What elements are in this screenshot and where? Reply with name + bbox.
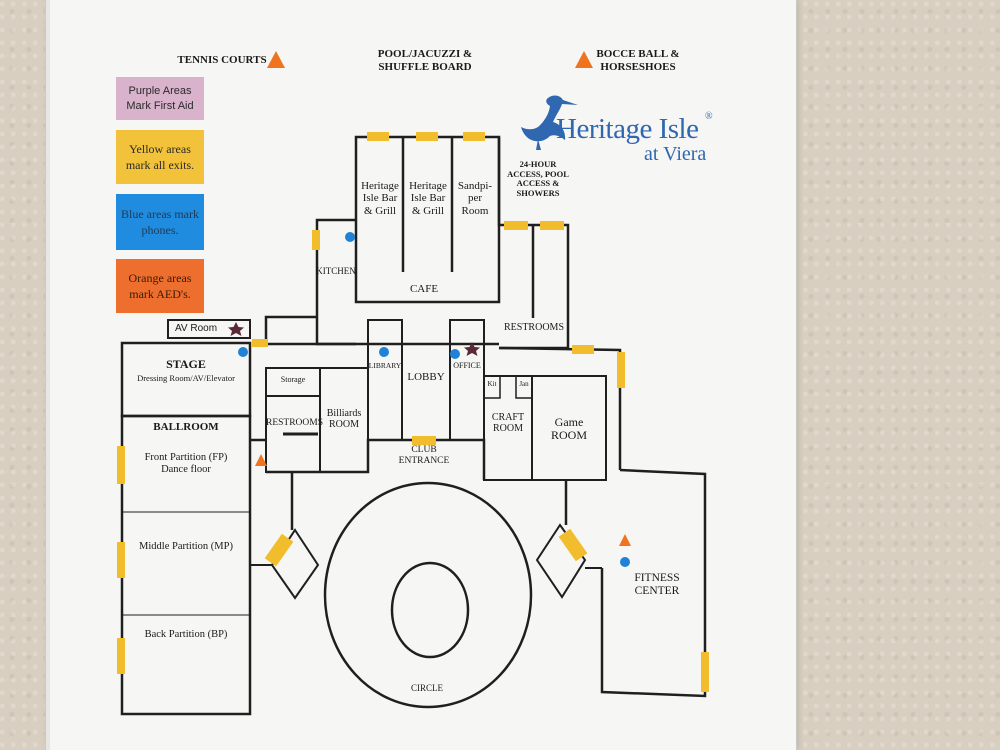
room-label-restrooms-mid: RESTROOMS: [266, 418, 324, 428]
exit-marker: [312, 230, 320, 250]
exit-marker: [367, 132, 389, 141]
exit-marker: [264, 533, 294, 567]
room-label-club-entrance: CLUB ENTRANCE: [398, 445, 450, 466]
phone-marker: [620, 557, 630, 567]
pool-jacuzzi-label: POOL/JACUZZI & SHUFFLE BOARD: [377, 48, 473, 73]
bocce-ball-label: BOCCE BALL & HORSESHOES: [596, 48, 680, 73]
aed-marker: [575, 51, 593, 68]
room-label-av-room: AV Room: [175, 323, 218, 334]
phone-marker: [345, 232, 355, 242]
exit-marker: [558, 528, 588, 562]
tennis-courts-label: TENNIS COURTS: [177, 54, 267, 66]
av-room-wall: [167, 319, 251, 339]
room-label-back-partition: Back Partition (BP): [144, 629, 228, 640]
sheet-edge: [46, 0, 50, 750]
room-label-sandpiper: Sandpi- per Room: [457, 180, 493, 217]
room-label-access: 24-HOUR ACCESS, POOL ACCESS & SHOWERS: [507, 159, 569, 198]
room-label-fitness: FITNESS CENTER: [634, 572, 680, 597]
phone-marker: [238, 347, 248, 357]
legend-phones: Blue areas mark phones.: [121, 206, 199, 237]
exit-marker: [117, 638, 125, 674]
room-label-stage: STAGE: [166, 357, 206, 371]
aed-marker: [619, 534, 631, 546]
room-label-bar-1: Heritage Isle Bar & Grill: [361, 180, 399, 217]
room-label-circle: CIRCLE: [410, 683, 443, 693]
first-aid-star-icon: [464, 342, 480, 356]
room-label-kitchen: KITCHEN: [316, 266, 356, 276]
exit-marker: [701, 652, 709, 692]
exit-marker: [540, 221, 564, 230]
exit-marker: [412, 436, 436, 445]
exit-marker: [617, 352, 625, 388]
room-label-stage-sub: Dressing Room/AV/Elevator: [137, 373, 235, 383]
legend-exits: Yellow areas mark all exits.: [125, 141, 195, 172]
exit-marker: [572, 345, 594, 354]
circle-outer: [323, 481, 533, 709]
legend-blue-box: [116, 194, 204, 250]
circle-inner: [390, 561, 470, 659]
legend-yellow-box: [116, 130, 204, 184]
logo-name: Heritage Isle: [556, 113, 699, 145]
fitness-wall: [600, 468, 707, 698]
right-upper-wall: [498, 346, 622, 470]
room-label-storage: Storage: [280, 375, 306, 384]
exit-marker: [117, 542, 125, 578]
phone-marker: [450, 349, 460, 359]
legend-purple-box: [116, 77, 204, 120]
heron-icon: [521, 95, 578, 150]
aed-marker: [267, 51, 285, 68]
lower-wall-center: [266, 438, 486, 480]
room-label-bar-2: Heritage Isle Bar & Grill: [409, 180, 447, 217]
center-connector-wall: [264, 315, 317, 344]
room-label-middle-partition: Middle Partition (MP): [139, 541, 233, 552]
room-label-craft: CRAFT ROOM: [491, 412, 525, 435]
office-wall: [449, 319, 485, 441]
room-label-restrooms-top: RESTROOMS: [503, 322, 564, 333]
logo-registered: ®: [705, 111, 713, 122]
room-label-library: LIBRARY: [368, 361, 402, 370]
room-label-ballroom: BALLROOM: [153, 421, 219, 433]
room-label-janitor: Jan: [519, 380, 529, 388]
exit-marker: [463, 132, 485, 141]
legend-aeds: Orange areas mark AED's.: [128, 270, 192, 301]
legend-orange-box: [116, 259, 204, 313]
room-label-cafe: CAFE: [409, 283, 439, 295]
room-label-office: OFFICE: [453, 361, 481, 370]
room-label-front-partition: Front Partition (FP) Dance floor: [144, 452, 228, 475]
cafe-block-wall: [354, 135, 501, 304]
exit-marker: [117, 446, 125, 484]
legend-first-aid: Purple Areas Mark First Aid: [126, 84, 194, 112]
first-aid-star-icon: [228, 322, 244, 336]
map-sheet: [46, 0, 796, 750]
phone-marker: [379, 347, 389, 357]
game-wall: [531, 375, 607, 481]
logo-sub: at Viera: [644, 143, 707, 165]
room-label-game: Game ROOM: [550, 415, 587, 443]
library-wall: [367, 319, 403, 441]
room-label-lobby: LOBBY: [407, 371, 445, 383]
exit-marker: [504, 221, 528, 230]
room-label-billiards: Billiards ROOM: [326, 408, 362, 431]
exit-marker: [252, 339, 268, 347]
exit-marker: [416, 132, 438, 141]
aed-marker: [255, 454, 267, 466]
room-label-kitchenette: Kit: [487, 380, 497, 388]
